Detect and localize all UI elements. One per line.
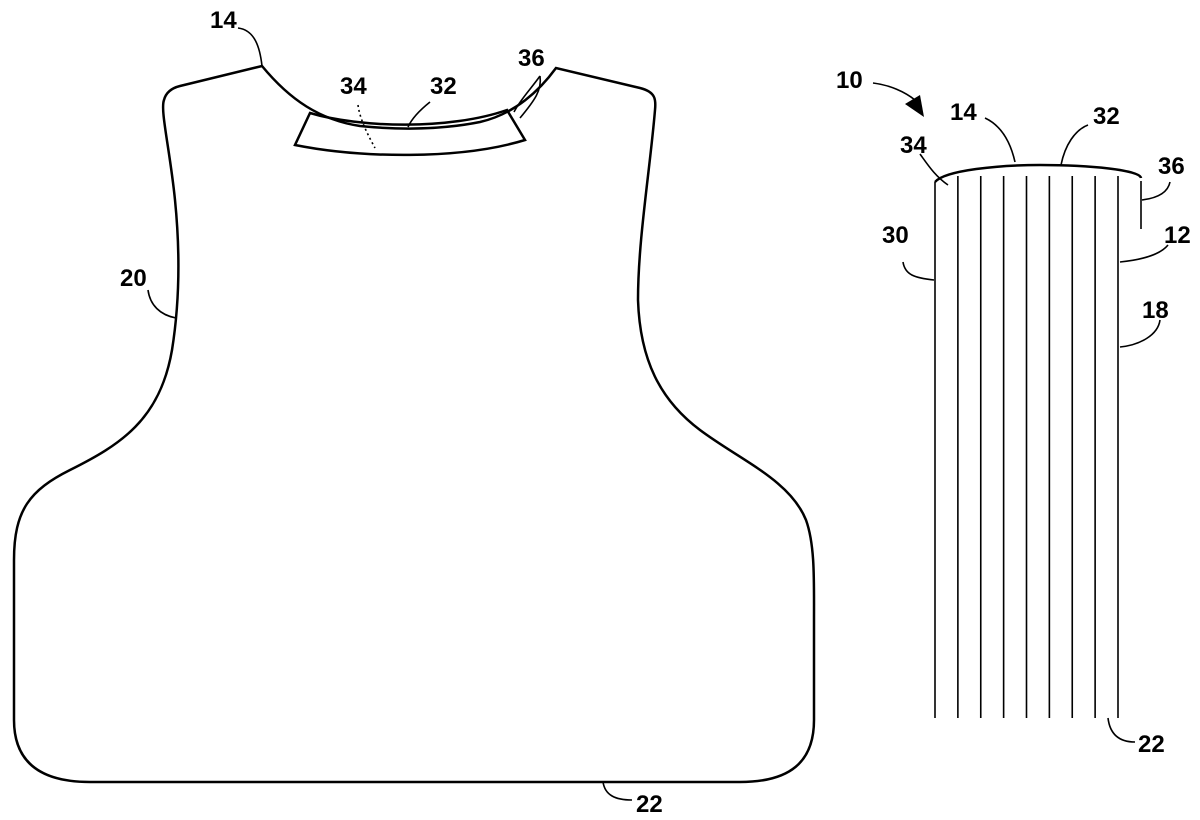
leader-10 [872, 82, 916, 101]
label-22-side: 22 [1138, 731, 1165, 758]
layer-lines [934, 176, 1119, 718]
label-14-side: 14 [950, 99, 977, 126]
leader-32-front [407, 101, 431, 128]
label-36-side: 36 [1158, 153, 1185, 180]
leader-36b-front [519, 75, 542, 119]
leader-20-front [147, 289, 177, 319]
label-32-front: 32 [430, 73, 457, 100]
leader-18-side [1119, 319, 1161, 348]
leader-12-side [1119, 244, 1169, 263]
leader-30-side [902, 261, 935, 281]
label-20-front: 20 [120, 265, 147, 292]
label-12-side: 12 [1164, 222, 1191, 249]
vest-front-outline [12, 64, 816, 784]
side-top-arc [934, 163, 1143, 183]
label-30-side: 30 [882, 222, 909, 249]
leader-32-side [1060, 124, 1089, 166]
leader-36-side [1141, 181, 1171, 201]
arrow-10-icon [905, 95, 924, 117]
leader-36-front [513, 75, 541, 113]
label-10: 10 [836, 67, 863, 94]
label-34-front: 34 [340, 73, 367, 100]
leader-34-side [919, 153, 949, 186]
label-22-front: 22 [636, 791, 663, 818]
leader-14-side [984, 117, 1016, 163]
neck-insert [293, 108, 527, 157]
label-14-front: 14 [210, 7, 237, 34]
label-32-side: 32 [1093, 103, 1120, 130]
label-34-side: 34 [900, 132, 927, 159]
label-18-side: 18 [1142, 297, 1169, 324]
leader-22-side [1107, 717, 1136, 743]
leader-22-front [602, 781, 633, 801]
leader-14-front [237, 27, 263, 67]
label-36-front: 36 [518, 45, 545, 72]
